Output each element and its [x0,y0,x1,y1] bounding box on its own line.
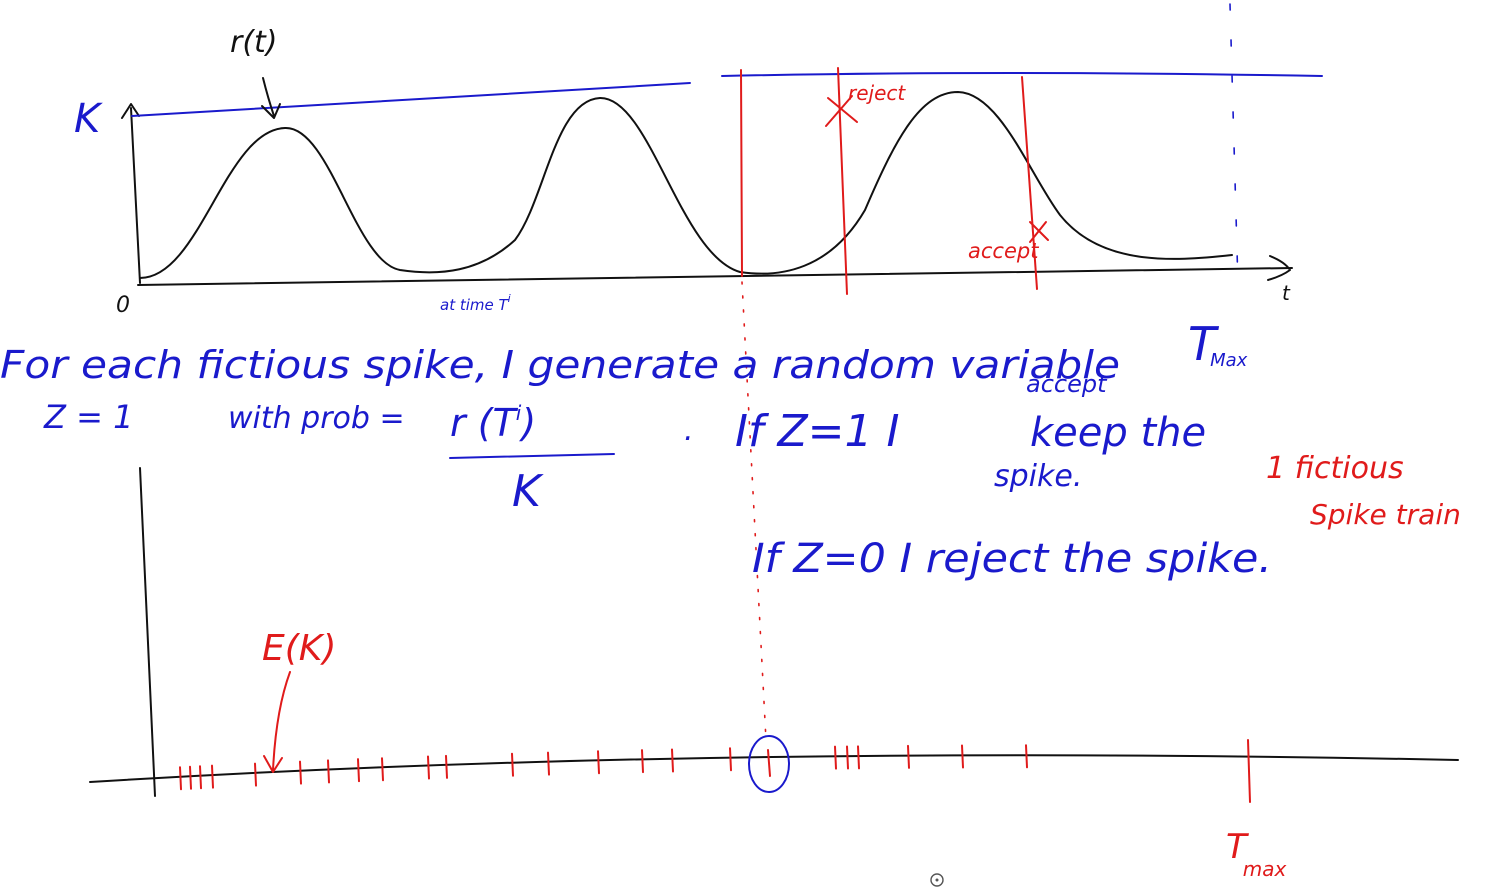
tmax-dashed-line [1229,3,1239,286]
fraction-period: . [684,413,694,448]
accept-mark [1029,221,1049,243]
spike-tick [327,759,330,784]
top-y-axis [121,103,141,284]
tmax-tick [1247,739,1251,803]
spike-tick [729,747,732,772]
spike-tick [299,760,302,785]
cursor-target-icon [930,873,944,887]
spike-tick [199,765,202,790]
bound-label: K [74,96,103,142]
spike-tick [1025,744,1028,769]
bound-line-right [721,72,1323,77]
spike-tick [254,762,257,787]
fraction-numerator: r (Ti) [450,401,536,445]
accept-label: accept [968,239,1039,263]
top-plot: r(t) K 0 t at time Ti reject accept TMax [74,3,1323,371]
side-note-line-1: 1 fictious [1266,451,1404,486]
bottom-y-axis [139,467,156,797]
spike-tick [547,751,550,776]
side-note: 1 fictious Spike train [1266,451,1461,531]
bottom-x-axis [89,754,1459,783]
accepted-spike-circle [748,735,790,793]
candidate-line-1 [740,69,743,277]
time-axis-label: t [1282,281,1291,305]
rule-keep-a: If Z=1 I [735,406,899,457]
with-probability: with prob = [228,401,405,436]
rate-arrow [261,77,281,119]
accepted-spike-tick [767,749,771,777]
spike-tick [597,750,600,775]
cursor-target-dot [935,878,939,882]
spike-tick [511,752,514,777]
spike-tick [641,749,644,774]
spike-tick [427,755,430,780]
spike-tick [834,745,837,770]
spike-tick [961,744,964,769]
spike-tick [357,758,360,783]
rule-keep-c: spike. [994,459,1082,494]
reject-label: reject [848,81,906,105]
candidate-line-3 [1021,76,1038,290]
spike-tick [179,766,182,791]
spike-tick [189,765,192,790]
z-definition: Z = 1 [43,398,133,436]
spike-tick [211,764,214,789]
rate-label: r(t) [230,25,278,60]
fraction-denominator: K [512,466,544,517]
rule-keep-above: accept [1026,370,1108,398]
spike-tick [857,745,860,770]
top-x-axis [137,255,1293,286]
candidate-line-2 [837,67,848,295]
rule-keep-b: keep the [1030,410,1206,456]
explanation: For each fictious spike, I generate a ra… [0,343,1272,582]
spike-train-ticks [179,744,1028,791]
rate-curve [139,91,1233,279]
fraction-bar [449,453,615,459]
origin-label: 0 [116,293,130,318]
spike-tick [671,748,674,773]
time-mark-label: at time Ti [440,292,511,314]
explanation-line-1: For each fictious spike, I generate a ra… [0,343,1120,387]
process-arrow [263,671,291,773]
rule-reject: If Z=0 I reject the spike. [752,536,1272,582]
bound-line-left [131,82,691,117]
reject-mark [825,95,858,127]
spike-tick [445,754,448,779]
side-note-line-2: Spike train [1310,498,1461,531]
spike-tick [907,744,910,769]
tmax-label-top: TMax [1188,317,1248,371]
process-label: E(K) [262,628,336,669]
spike-tick [846,745,849,770]
spike-tick [381,757,384,782]
